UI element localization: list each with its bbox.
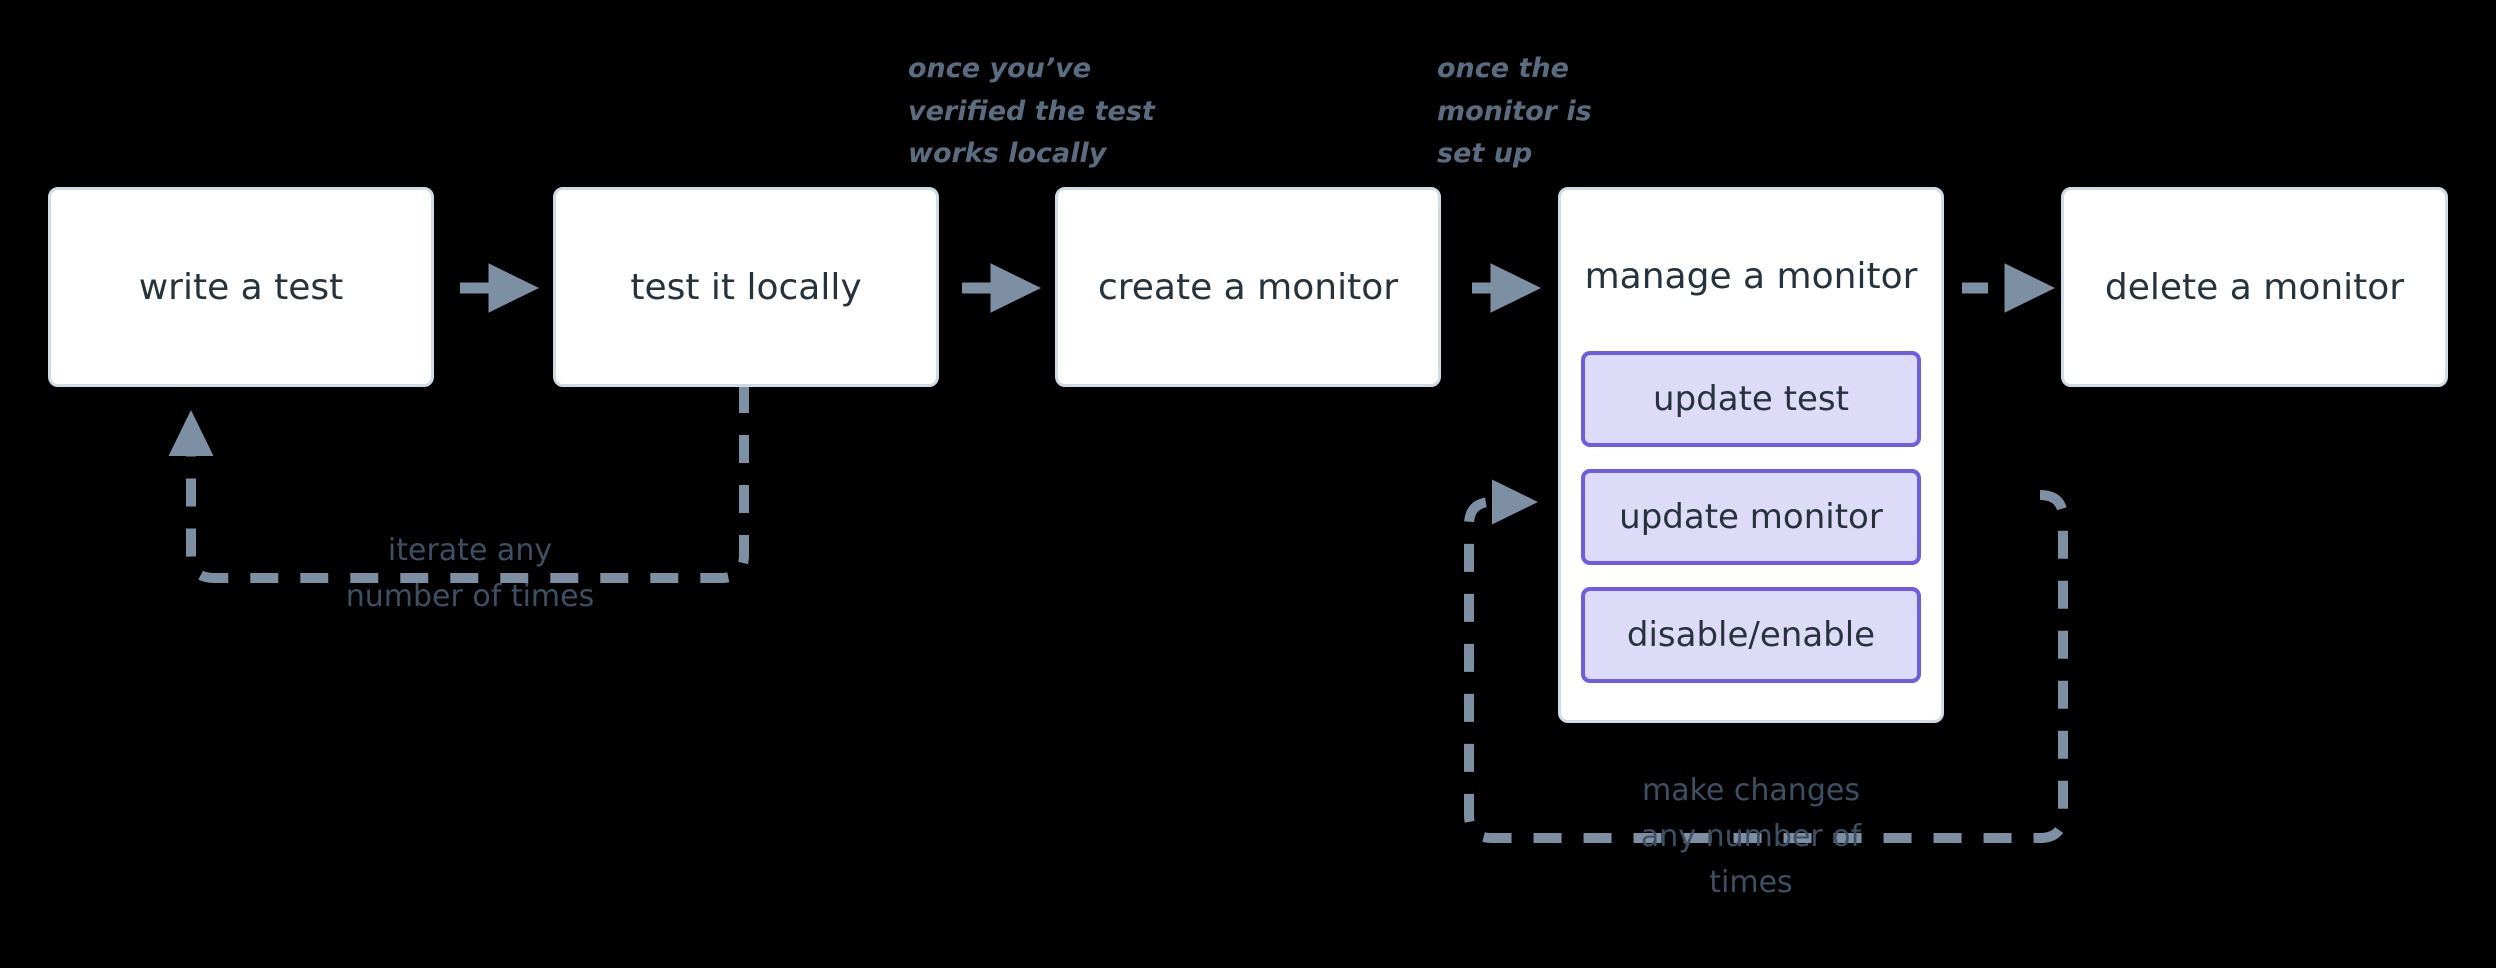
step-label-manage-a-monitor: manage a monitor bbox=[1584, 256, 1918, 297]
step-box-write-a-test[interactable]: write a test bbox=[48, 187, 434, 387]
step-box-manage-a-monitor[interactable]: manage a monitor update test update moni… bbox=[1558, 187, 1944, 723]
step-box-create-a-monitor[interactable]: create a monitor bbox=[1055, 187, 1441, 387]
step-box-test-it-locally[interactable]: test it locally bbox=[553, 187, 939, 387]
action-label-disable-enable: disable/enable bbox=[1626, 614, 1876, 655]
action-label-update-test: update test bbox=[1653, 378, 1849, 419]
annotation-verified-locally: once you’ve verified the test works loca… bbox=[908, 53, 1155, 170]
annotation-monitor-set-up: once the monitor is set up bbox=[1437, 53, 1592, 170]
action-box-update-monitor[interactable]: update monitor bbox=[1581, 469, 1921, 565]
loop-caption-iterate: iterate any number of times bbox=[345, 533, 595, 614]
action-box-update-test[interactable]: update test bbox=[1581, 351, 1921, 447]
step-label-delete-a-monitor: delete a monitor bbox=[2104, 266, 2405, 308]
step-box-delete-a-monitor[interactable]: delete a monitor bbox=[2061, 187, 2448, 387]
action-label-update-monitor: update monitor bbox=[1619, 496, 1883, 537]
loop-caption-make-changes: make changes any number of times bbox=[1640, 773, 1862, 900]
action-box-disable-enable[interactable]: disable/enable bbox=[1581, 587, 1921, 683]
step-label-create-a-monitor: create a monitor bbox=[1097, 266, 1399, 308]
step-label-test-it-locally: test it locally bbox=[630, 266, 862, 308]
step-label-write-a-test: write a test bbox=[138, 266, 344, 308]
